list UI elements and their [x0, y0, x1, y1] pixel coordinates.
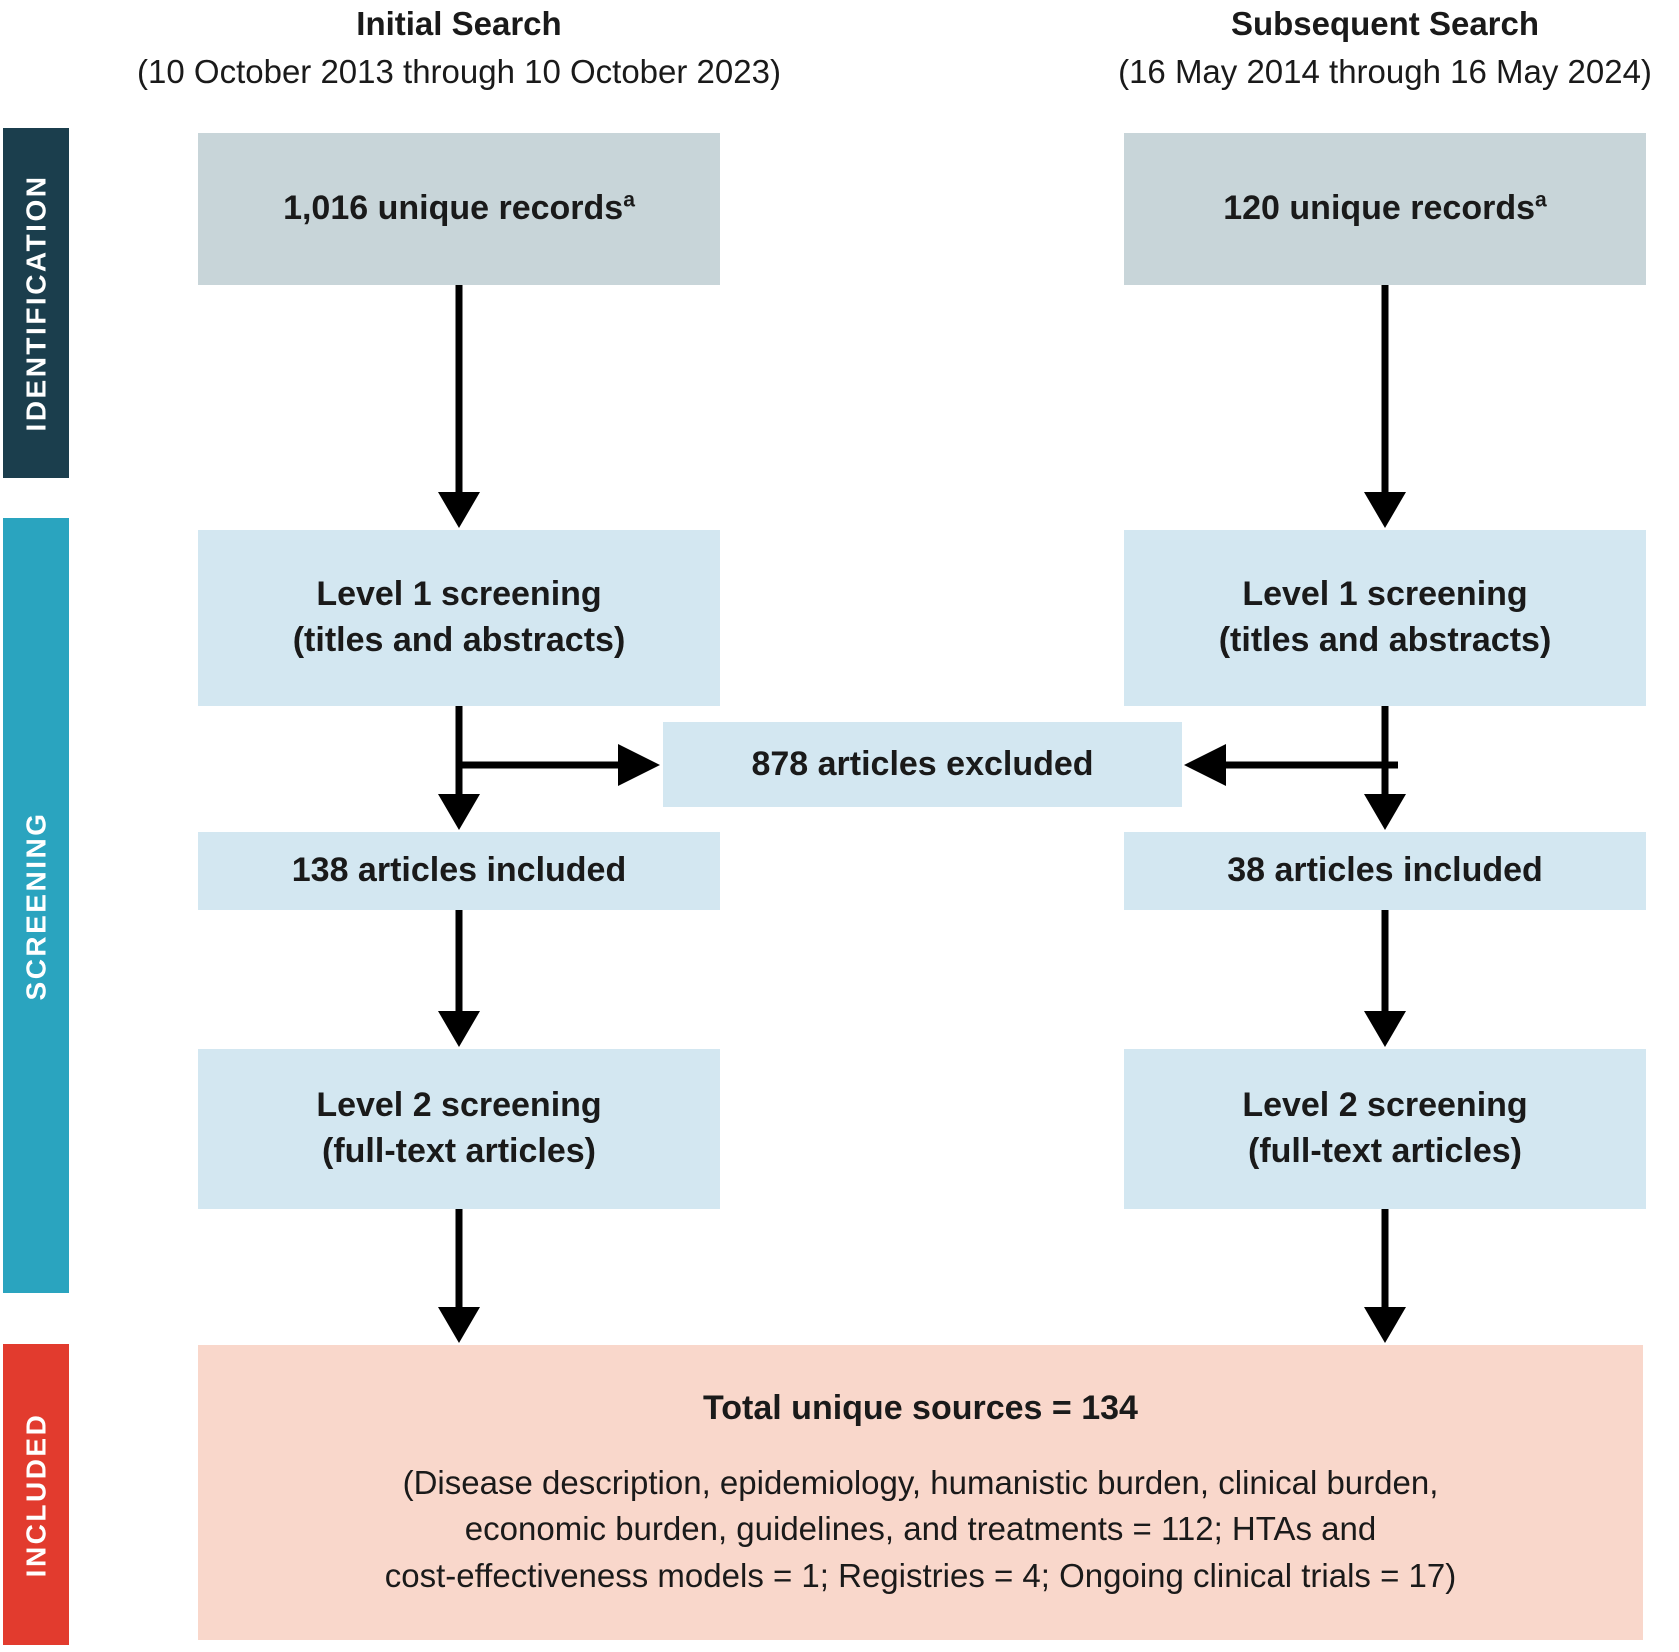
- level2-line2: (full-text articles): [1248, 1132, 1522, 1170]
- initial-search-header: Initial Search (10 October 2013 through …: [89, 4, 829, 91]
- stage-label-identification: IDENTIFICATION: [20, 174, 52, 432]
- box-level2-screening-subsequent: Level 2 screening (full-text articles): [1124, 1049, 1646, 1209]
- level1-line2: (titles and abstracts): [292, 621, 626, 659]
- arrow-initial-records-to-level1: [438, 285, 480, 528]
- stage-label-included: INCLUDED: [20, 1412, 52, 1577]
- stage-bar-identification: IDENTIFICATION: [3, 128, 69, 478]
- box-total-unique-sources: Total unique sources = 134 (Disease desc…: [198, 1345, 1643, 1640]
- total-detail-line: cost-effectiveness models = 1; Registrie…: [384, 1556, 1457, 1594]
- subsequent-search-daterange: (16 May 2014 through 16 May 2024): [1118, 52, 1652, 90]
- footnote-marker-a: a: [623, 188, 635, 212]
- arrow-initial-level2-to-total: [438, 1209, 480, 1343]
- arrow-subsequent-records-to-level1: [1364, 285, 1406, 528]
- initial-search-title: Initial Search: [356, 5, 562, 42]
- level1-line2: (titles and abstracts): [1218, 621, 1552, 659]
- box-initial-unique-records: 1,016 unique recordsa: [198, 133, 720, 285]
- total-detail-line: economic burden, guidelines, and treatme…: [464, 1510, 1377, 1548]
- subsequent-unique-records-text: 120 unique recordsa: [1223, 188, 1547, 228]
- box-level1-screening-subsequent: Level 1 screening (titles and abstracts): [1124, 530, 1646, 706]
- arrow-subsequent-included-to-level2: [1364, 910, 1406, 1047]
- subsequent-search-title: Subsequent Search: [1230, 5, 1540, 42]
- level2-line1: Level 2 screening: [1242, 1086, 1528, 1125]
- total-unique-sources-detail: (Disease description, epidemiology, huma…: [385, 1460, 1457, 1599]
- total-unique-sources-title: Total unique sources = 134: [703, 1389, 1138, 1428]
- stage-bar-screening: SCREENING: [3, 518, 69, 1293]
- box-level2-screening-initial: Level 2 screening (full-text articles): [198, 1049, 720, 1209]
- arrow-initial-included-to-level2: [438, 910, 480, 1047]
- box-subsequent-unique-records: 120 unique recordsa: [1124, 133, 1646, 285]
- box-articles-excluded: 878 articles excluded: [663, 722, 1182, 807]
- footnote-marker-a: a: [1535, 188, 1547, 212]
- articles-included-text: 138 articles included: [291, 851, 627, 890]
- level1-line1: Level 1 screening: [1242, 575, 1528, 614]
- box-level1-screening-initial: Level 1 screening (titles and abstracts): [198, 530, 720, 706]
- level2-line2: (full-text articles): [322, 1132, 596, 1170]
- articles-excluded-text: 878 articles excluded: [751, 744, 1094, 783]
- stage-label-screening: SCREENING: [20, 811, 51, 1000]
- total-detail-line: (Disease description, epidemiology, huma…: [402, 1464, 1439, 1502]
- arrow-subsequent-level1-to-included: [1364, 706, 1406, 830]
- subsequent-search-header: Subsequent Search (16 May 2014 through 1…: [1015, 4, 1679, 91]
- articles-included-text: 38 articles included: [1227, 851, 1543, 890]
- arrow-initial-level1-to-included: [438, 706, 480, 830]
- initial-search-daterange: (10 October 2013 through 10 October 2023…: [137, 52, 781, 90]
- arrow-subsequent-branch-to-excluded: [1184, 744, 1398, 786]
- arrow-initial-branch-to-excluded: [459, 744, 660, 786]
- initial-unique-records-text: 1,016 unique recordsa: [283, 188, 635, 228]
- level2-line1: Level 2 screening: [316, 1086, 602, 1125]
- level1-line1: Level 1 screening: [316, 575, 602, 614]
- stage-bar-included: INCLUDED: [3, 1344, 69, 1645]
- arrow-subsequent-level2-to-total: [1364, 1209, 1406, 1343]
- box-articles-included-initial: 138 articles included: [198, 832, 720, 910]
- box-articles-included-subsequent: 38 articles included: [1124, 832, 1646, 910]
